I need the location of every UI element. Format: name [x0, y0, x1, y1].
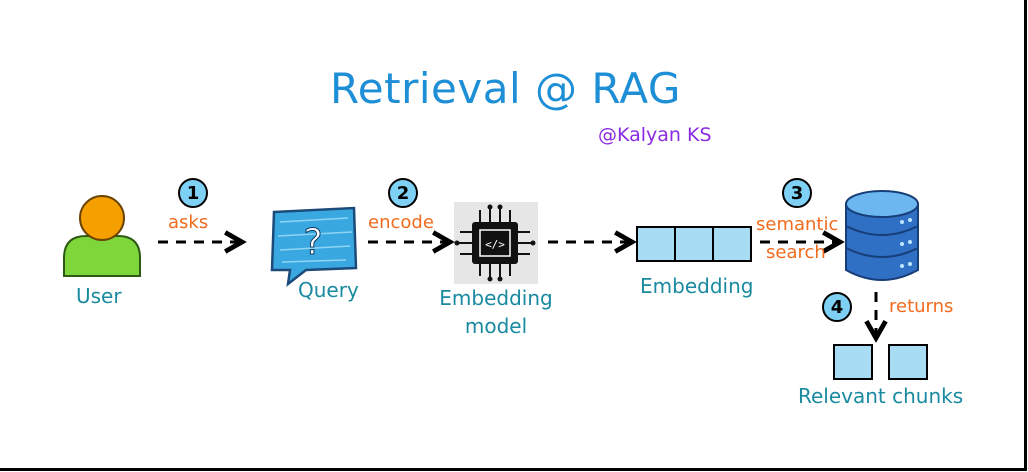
- chip-icon: </>: [454, 202, 538, 284]
- embedding-vector: [636, 226, 752, 262]
- step-label-semantic: semantic: [756, 214, 839, 235]
- svg-text:?: ?: [303, 222, 322, 263]
- step-label-encode: encode: [368, 212, 434, 233]
- database-icon: [845, 190, 919, 281]
- page-title: Retrieval @ RAG: [330, 64, 681, 113]
- step-badge-1: 1: [178, 178, 208, 208]
- step-badge-3: 3: [782, 178, 812, 208]
- node-label-embedding-model-line1: Embedding: [439, 286, 553, 310]
- node-label-embedding-model-line2: model: [464, 314, 528, 338]
- step-badge-2: 2: [388, 178, 418, 208]
- step-badge-4: 4: [822, 292, 852, 322]
- query-bubble-icon: ?: [270, 206, 358, 287]
- node-label-query: Query: [298, 278, 359, 302]
- author-credit: @Kalyan KS: [598, 124, 712, 146]
- user-icon: [63, 195, 141, 277]
- svg-text:</>: </>: [485, 238, 505, 251]
- node-label-user: User: [76, 284, 122, 308]
- step-label-search: search: [766, 242, 826, 263]
- step-label-returns: returns: [889, 296, 954, 317]
- relevant-chunks: [833, 344, 928, 380]
- step-label-asks: asks: [168, 212, 209, 233]
- node-label-relevant-chunks: Relevant chunks: [798, 384, 964, 408]
- node-label-embedding: Embedding: [640, 274, 754, 298]
- flow-arrows: [158, 242, 876, 338]
